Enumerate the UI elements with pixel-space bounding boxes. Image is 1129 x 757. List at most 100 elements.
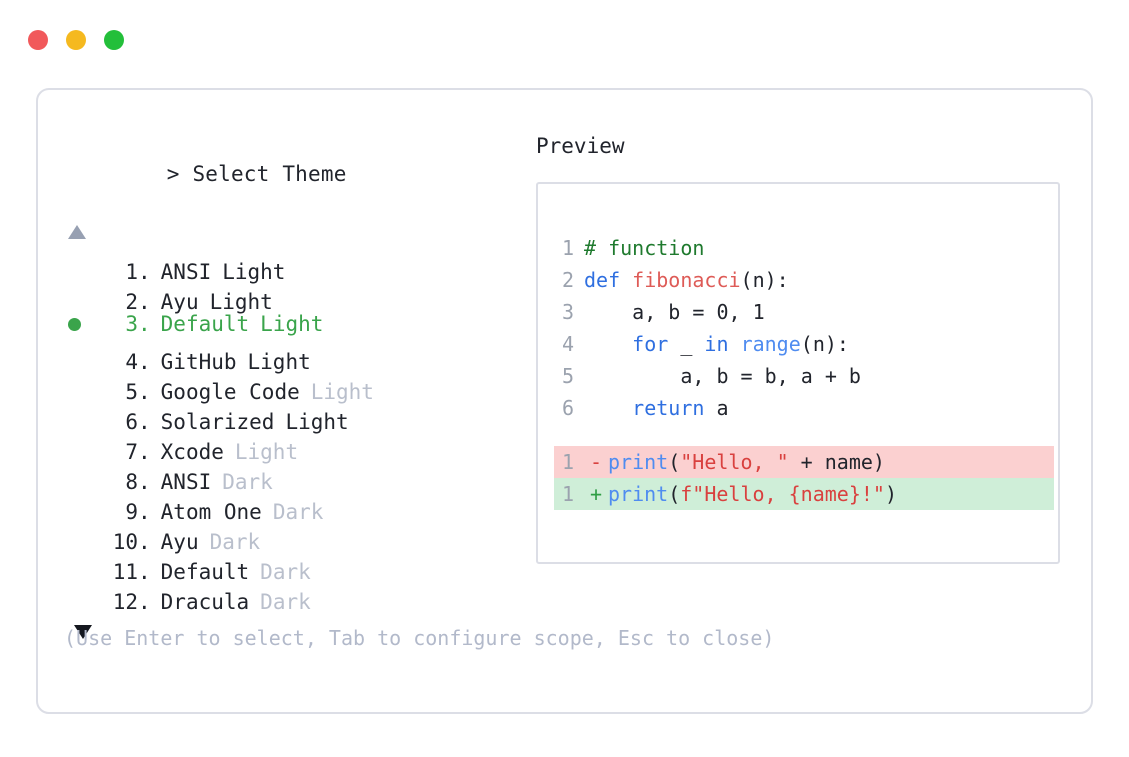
theme-option-index-separator: . (138, 560, 151, 584)
diff-line-text: print(f"Hello, {name}!") (608, 478, 897, 510)
code-token: # function (584, 236, 705, 260)
theme-option-index: 8 (125, 470, 138, 494)
code-line-text: return a (584, 392, 728, 424)
scroll-up-icon[interactable] (68, 225, 86, 239)
window-close-button[interactable] (28, 30, 48, 50)
theme-option-index-separator: . (138, 530, 151, 554)
theme-option-variant: Dark (272, 500, 324, 524)
code-line-text: # function (584, 232, 704, 264)
code-token: + name) (788, 450, 885, 474)
selection-bullet-slot (64, 369, 94, 399)
code-token: def (584, 268, 633, 292)
theme-option-index-separator: . (138, 470, 151, 494)
selection-bullet-slot (64, 279, 94, 309)
code-line: 4 for _ in range(n): (554, 328, 1054, 360)
theme-option-index-separator: . (138, 380, 151, 404)
selection-bullet-slot (64, 549, 94, 579)
window-maximize-button[interactable] (104, 30, 124, 50)
diff-line-number: 1 (561, 482, 574, 506)
scroll-down-icon[interactable] (74, 625, 92, 639)
selection-bullet-slot (64, 429, 94, 459)
code-token: , (728, 300, 753, 324)
theme-option-atom-one-dark[interactable]: 9. Atom One Dark (64, 489, 524, 524)
theme-option-index: 2 (125, 290, 138, 314)
theme-option-name: ANSI (160, 470, 212, 494)
preview-label: Preview (536, 134, 625, 158)
code-line-number: 5 (561, 364, 574, 388)
code-line: 3 a, b = 0, 1 (554, 296, 1054, 328)
code-token: (n): (740, 268, 789, 292)
theme-option-variant: Dark (209, 530, 261, 554)
selection-bullet-slot (64, 399, 94, 429)
selection-bullet-slot (64, 579, 94, 609)
code-token: fibonacci (632, 268, 741, 292)
selection-bullet-slot (64, 519, 94, 549)
diff-line-text: print("Hello, " + name) (608, 446, 885, 478)
code-token: print (608, 450, 669, 474)
theme-option-index-separator: . (138, 312, 151, 336)
theme-option-default-dark[interactable]: 11. Default Dark (64, 549, 524, 584)
code-line-text: def fibonacci(n): (584, 264, 789, 296)
theme-option-name: Atom One (160, 500, 262, 524)
diff-line-removed: 1-print("Hello, " + name) (554, 446, 1054, 478)
theme-option-variant: Light (310, 380, 374, 404)
theme-option-name: Ayu (160, 290, 199, 314)
page-title: Select Theme (192, 162, 347, 186)
theme-option-variant: Dark (260, 560, 311, 584)
code-token (729, 332, 741, 356)
code-token: for (632, 332, 669, 356)
window-minimize-button[interactable] (66, 30, 86, 50)
code-line-number: 3 (561, 300, 574, 324)
selection-bullet-slot (64, 339, 94, 369)
code-token: (n): (800, 332, 849, 356)
code-token: in (704, 332, 729, 356)
theme-option-name: Default (160, 560, 250, 584)
theme-option-variant: Light (222, 260, 286, 284)
theme-option-name: Default (160, 312, 250, 336)
code-token: "Hello, " (680, 450, 789, 474)
code-line: 5 a, b = b, a + b (554, 360, 1054, 392)
theme-option-index-separator: . (138, 410, 151, 434)
selection-bullet-slot (64, 310, 94, 340)
selection-bullet-slot (64, 249, 94, 279)
selection-bullet-slot (64, 489, 94, 519)
diff-line-group: 1-print("Hello, " + name)1+print(f"Hello… (554, 446, 1054, 510)
theme-option-variant: Light (260, 312, 324, 336)
theme-option-variant: Dark (260, 590, 311, 614)
code-line-text: a, b = b, a + b (584, 360, 861, 392)
theme-option-name: Dracula (160, 590, 250, 614)
theme-option-index-separator: . (138, 440, 151, 464)
code-token: 0 (716, 300, 729, 324)
theme-option-name: ANSI (160, 260, 212, 284)
diff-sign: - (589, 450, 603, 474)
theme-option-index: 12 (112, 590, 138, 614)
theme-option-index: 10 (112, 530, 138, 554)
code-token: a, b = (584, 300, 717, 324)
diff-line-number: 1 (561, 450, 574, 474)
theme-option-index-separator: . (138, 500, 151, 524)
theme-option-index: 11 (112, 560, 138, 584)
theme-option-index-separator: . (138, 290, 151, 314)
theme-option-index: 9 (125, 500, 138, 524)
theme-option-index: 7 (125, 440, 138, 464)
keyboard-hint: (Use Enter to select, Tab to configure s… (64, 626, 775, 650)
theme-option-variant: Light (234, 440, 299, 464)
code-line-text: for _ in range(n): (584, 328, 849, 360)
selected-bullet-icon (68, 318, 81, 331)
code-line-number: 1 (561, 236, 574, 260)
theme-option-name: Google Code (160, 380, 300, 404)
